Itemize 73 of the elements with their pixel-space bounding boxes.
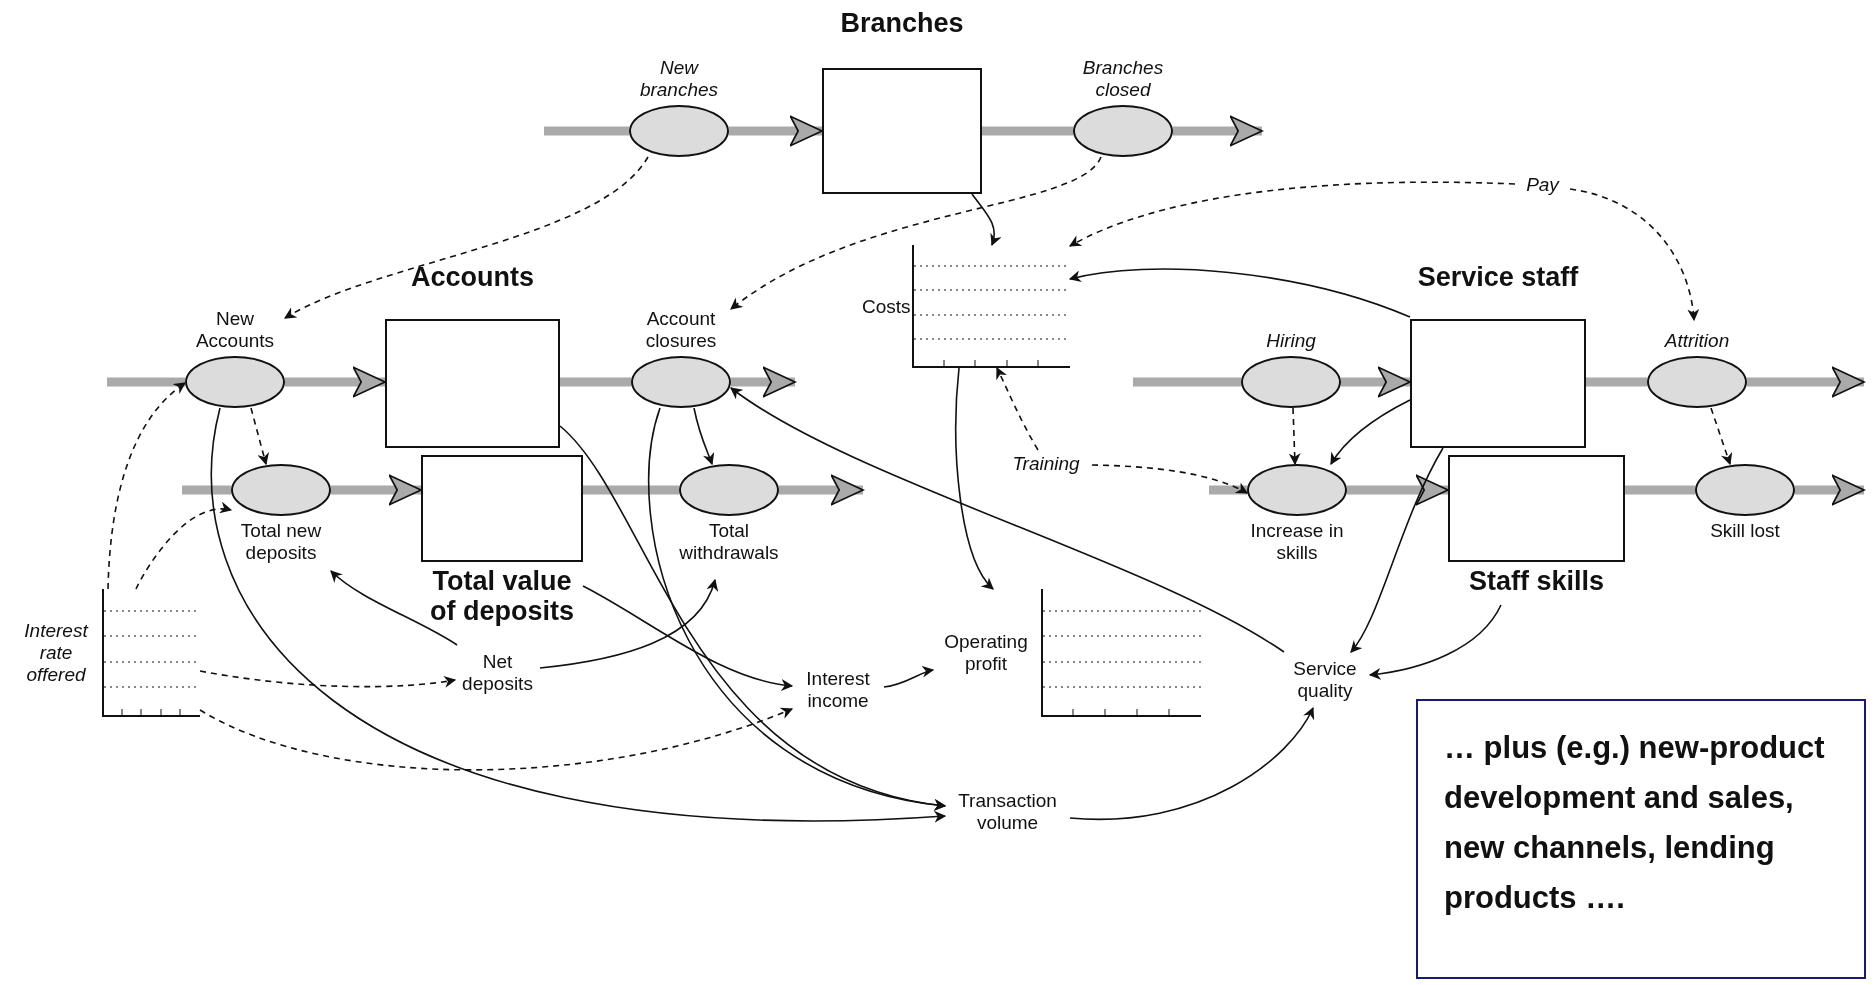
flow-label: Skill lost: [1709, 520, 1781, 542]
dashed-arrow: [730, 156, 1102, 310]
flow-label: Increase in skills: [1249, 520, 1345, 564]
arrow: [1069, 706, 1314, 821]
flow-label: Total new deposits: [239, 520, 323, 564]
flow-pipe: [1341, 366, 1411, 398]
flow-pipe: [1586, 377, 1647, 387]
flow-pipe: [1795, 474, 1865, 506]
arrow: [693, 407, 715, 466]
dashed-arrow: [1569, 188, 1699, 322]
flow-pipe: [731, 366, 796, 398]
arrow: [955, 367, 994, 590]
flow-pipe: [1133, 377, 1241, 387]
chart-node: [862, 245, 1070, 368]
stock-label: Staff skills: [1467, 566, 1606, 596]
variable-label: Interest income: [792, 662, 884, 718]
flow-label: Account closures: [644, 308, 718, 352]
flow-pipe: [182, 485, 231, 495]
arrow: [1068, 268, 1411, 318]
flow-pipe: [583, 485, 679, 495]
flow-pipe: [544, 126, 629, 136]
stock-label: Service staff: [1416, 262, 1580, 292]
dashed-arrow: [283, 156, 649, 319]
dashed-arrow: [250, 407, 269, 466]
dashed-arrow: [1710, 407, 1733, 466]
arrow: [330, 570, 458, 646]
chart-label: Interest rate offered: [23, 620, 90, 686]
arrow: [971, 193, 1001, 247]
flow-pipe: [1173, 115, 1263, 147]
variable-label: Training: [1000, 450, 1092, 478]
stock-label: Branches: [839, 8, 965, 38]
flow-label: Branches closed: [1081, 57, 1165, 101]
arrow: [1330, 399, 1411, 465]
variable-label: Net deposits: [455, 645, 540, 701]
arrow: [582, 585, 794, 691]
dashed-arrow: [1288, 407, 1301, 466]
chart-label: Operating profit: [943, 631, 1029, 675]
flow-pipe: [285, 366, 386, 398]
arrow: [730, 387, 1285, 653]
dashed-arrow: [1091, 464, 1249, 494]
flow-label: Total withdrawals: [678, 520, 780, 564]
flow-label: New Accounts: [194, 308, 276, 352]
dashed-arrow: [996, 366, 1039, 451]
stock-label: Total value of deposits: [429, 566, 575, 626]
flow-pipe: [1209, 485, 1247, 495]
flow-pipe: [1625, 485, 1695, 495]
variable-label: Pay: [1515, 170, 1570, 200]
flow-pipe: [560, 377, 631, 387]
arrow: [539, 578, 717, 669]
dashed-arrow: [199, 670, 457, 688]
note-box: … plus (e.g.) new-product development and sales, new channels, lending products ….: [1416, 699, 1866, 979]
dashed-arrow: [135, 502, 233, 590]
arrow: [883, 666, 935, 688]
flow-label: Hiring: [1265, 330, 1317, 352]
variable-label: Transaction volume: [945, 784, 1070, 840]
variable-label: Service quality: [1280, 652, 1370, 708]
flow-pipe: [1747, 366, 1865, 398]
flow-pipe: [1347, 474, 1449, 506]
arrow: [211, 407, 947, 823]
flow-label: New branches: [638, 57, 720, 101]
stock-label: Accounts: [410, 262, 535, 292]
flow-pipe: [331, 474, 422, 506]
flow-pipe: [779, 474, 864, 506]
chart-label: Costs: [862, 295, 910, 318]
flow-label: Attrition: [1663, 330, 1731, 352]
flow-pipe: [729, 115, 823, 147]
arrow: [648, 407, 947, 810]
dashed-arrow: [1068, 181, 1516, 247]
flow-pipe: [982, 126, 1073, 136]
arrow: [1368, 604, 1502, 680]
flow-pipe: [107, 377, 185, 387]
dashed-arrow: [199, 707, 794, 771]
dashed-arrow: [107, 382, 186, 590]
